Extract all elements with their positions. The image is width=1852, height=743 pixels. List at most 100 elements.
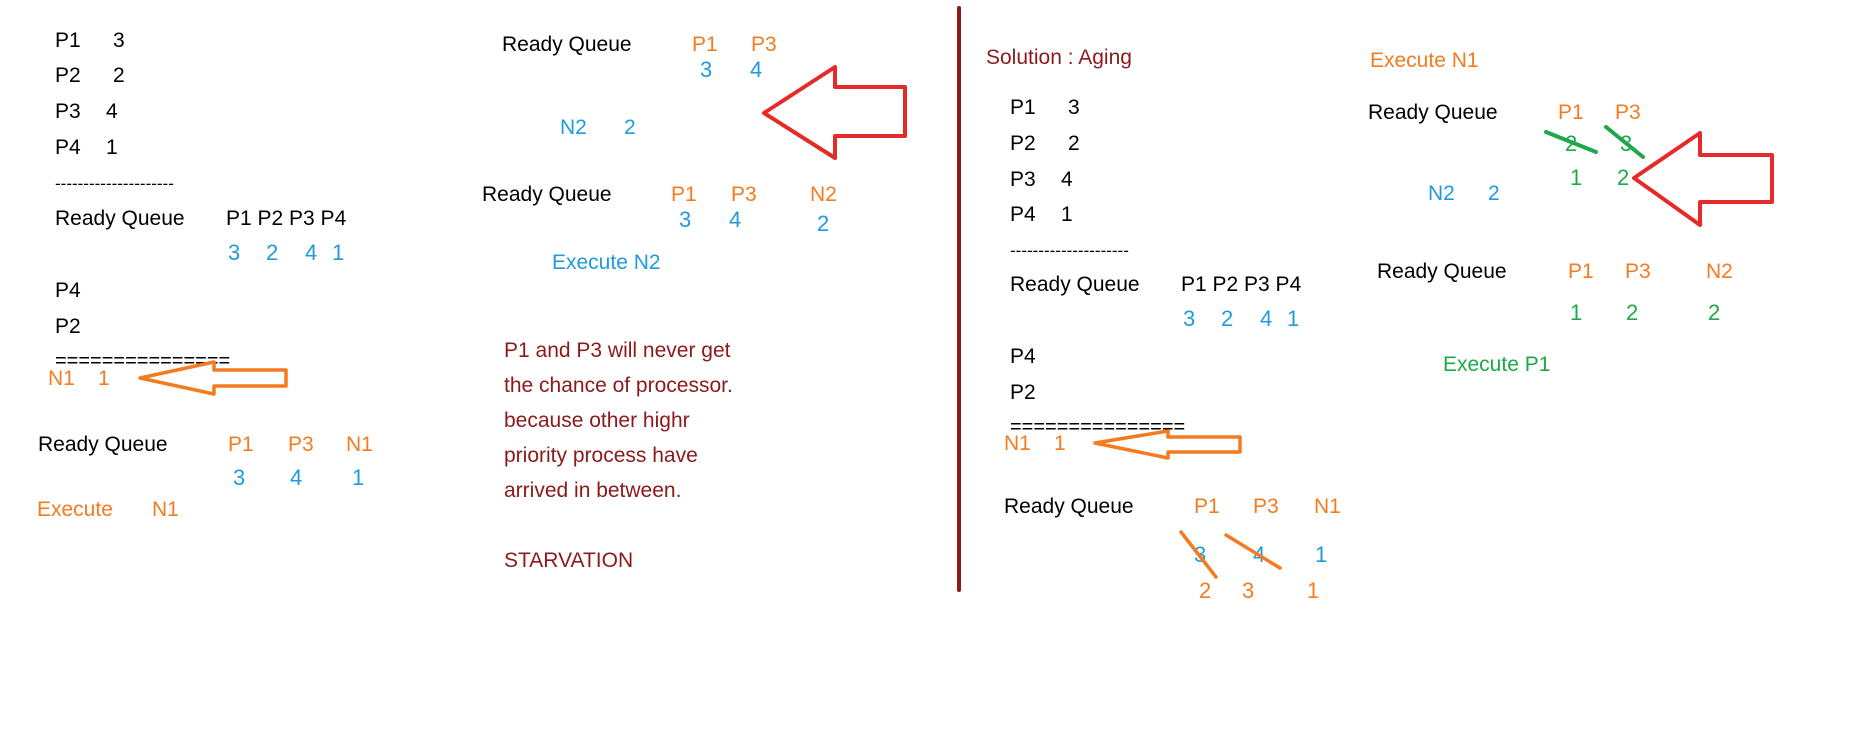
priority-process: P3 — [1010, 168, 1036, 191]
new-process-priority: 1 — [1054, 432, 1066, 455]
explanation-line: because other highr — [504, 409, 690, 432]
queue-priority-value: 2 — [817, 211, 830, 236]
priority-process: P2 — [55, 64, 81, 87]
queue-priority-value: 4 — [305, 240, 318, 265]
explanation-line: P1 and P3 will never get — [504, 339, 731, 362]
aged-priority-value: 3 — [1242, 578, 1255, 603]
priority-value: 2 — [1068, 132, 1080, 155]
executed-process: P2 — [55, 315, 81, 338]
executed-process: P4 — [55, 279, 81, 302]
queue-item: P1 — [692, 33, 718, 56]
ready-queue-label: Ready Queue — [1368, 101, 1498, 124]
priority-process: P3 — [55, 100, 81, 123]
queue-priority-value: 4 — [729, 207, 742, 232]
old-priority-value: 3 — [1194, 542, 1207, 567]
priority-value: 1 — [106, 136, 118, 159]
execute-label: Execute N2 — [552, 251, 661, 274]
queue-item: P1 — [228, 433, 254, 456]
execute-label: Execute P1 — [1443, 353, 1551, 376]
ready-queue-label: Ready Queue — [502, 33, 632, 56]
new-process-label: N1 — [1004, 432, 1031, 455]
queue-item: P3 — [288, 433, 314, 456]
section-divider — [957, 6, 961, 592]
arrow-icon — [762, 65, 907, 160]
queue-item: N2 — [810, 183, 837, 206]
queue-priority-value: 3 — [700, 57, 713, 82]
aged-priority-value: 1 — [1307, 578, 1320, 603]
new-process-priority: 2 — [624, 116, 636, 139]
queue-priority-value: 2 — [1221, 306, 1234, 331]
explanation-line: the chance of processor. — [504, 374, 733, 397]
queue-item: P3 — [1253, 495, 1279, 518]
double-separator: =============== — [1010, 416, 1186, 438]
new-process-label: N1 — [48, 367, 75, 390]
queue-priority-value: 4 — [290, 465, 303, 490]
queue-priority-value: 3 — [233, 465, 246, 490]
ready-queue-label: Ready Queue — [38, 433, 168, 456]
new-process-label: N2 — [1428, 182, 1455, 205]
old-priority-value: 2 — [1565, 131, 1578, 156]
ready-queue-label: Ready Queue — [482, 183, 612, 206]
old-priority-value: 1 — [1315, 542, 1328, 567]
starvation-label: STARVATION — [504, 549, 634, 572]
queue-item: P3 — [751, 33, 777, 56]
queue-priority-value: 1 — [1287, 306, 1300, 331]
queue-item: N2 — [1706, 260, 1733, 283]
priority-value: 4 — [106, 100, 118, 123]
ready-queue-items: P1 P2 P3 P4 — [1181, 273, 1302, 296]
queue-item: P3 — [1615, 101, 1641, 124]
queue-priority-value: 1 — [352, 465, 365, 490]
executed-process: P4 — [1010, 345, 1036, 368]
new-process-label: N2 — [560, 116, 587, 139]
dashed-separator: --------------------- — [1010, 241, 1129, 260]
explanation-line: arrived in between. — [504, 479, 682, 502]
execute-target: N1 — [152, 498, 179, 521]
old-priority-value: 4 — [1253, 542, 1266, 567]
queue-priority-value: 3 — [1183, 306, 1196, 331]
priority-process: P2 — [1010, 132, 1036, 155]
ready-queue-items: P1 P2 P3 P4 — [226, 207, 347, 230]
priority-value: 4 — [1061, 168, 1073, 191]
new-process-priority: 1 — [98, 367, 110, 390]
queue-priority-value: 4 — [1260, 306, 1273, 331]
ready-queue-label: Ready Queue — [1377, 260, 1507, 283]
execute-label: Execute N1 — [1370, 49, 1479, 72]
ready-queue-label: Ready Queue — [1010, 273, 1140, 296]
priority-process: P4 — [55, 136, 81, 159]
arrow-icon — [1632, 131, 1774, 227]
queue-priority-value: 3 — [679, 207, 692, 232]
queue-priority-value: 4 — [750, 57, 763, 82]
queue-item: N1 — [346, 433, 373, 456]
execute-label: Execute — [37, 498, 113, 521]
queue-priority-value: 2 — [1626, 300, 1639, 325]
dashed-separator: --------------------- — [55, 174, 174, 193]
priority-value: 2 — [113, 64, 125, 87]
queue-item: P1 — [671, 183, 697, 206]
priority-value: 1 — [1061, 203, 1073, 226]
explanation-line: priority process have — [504, 444, 698, 467]
priority-process: P1 — [55, 29, 81, 52]
aged-priority-value: 2 — [1199, 578, 1212, 603]
aged-priority-value: 1 — [1570, 165, 1583, 190]
executed-process: P2 — [1010, 381, 1036, 404]
priority-value: 3 — [1068, 96, 1080, 119]
queue-priority-value: 1 — [1570, 300, 1583, 325]
priority-process: P1 — [1010, 96, 1036, 119]
aged-priority-value: 2 — [1617, 165, 1630, 190]
queue-priority-value: 3 — [228, 240, 241, 265]
queue-item: P3 — [1625, 260, 1651, 283]
solution-title: Solution : Aging — [986, 46, 1132, 69]
queue-priority-value: 1 — [332, 240, 345, 265]
queue-item: P3 — [731, 183, 757, 206]
queue-priority-value: 2 — [266, 240, 279, 265]
queue-item: N1 — [1314, 495, 1341, 518]
ready-queue-label: Ready Queue — [1004, 495, 1134, 518]
priority-value: 3 — [113, 29, 125, 52]
priority-process: P4 — [1010, 203, 1036, 226]
queue-priority-value: 2 — [1708, 300, 1721, 325]
new-process-priority: 2 — [1488, 182, 1500, 205]
double-separator: =============== — [55, 350, 231, 372]
queue-item: P1 — [1194, 495, 1220, 518]
old-priority-value: 3 — [1620, 131, 1633, 156]
